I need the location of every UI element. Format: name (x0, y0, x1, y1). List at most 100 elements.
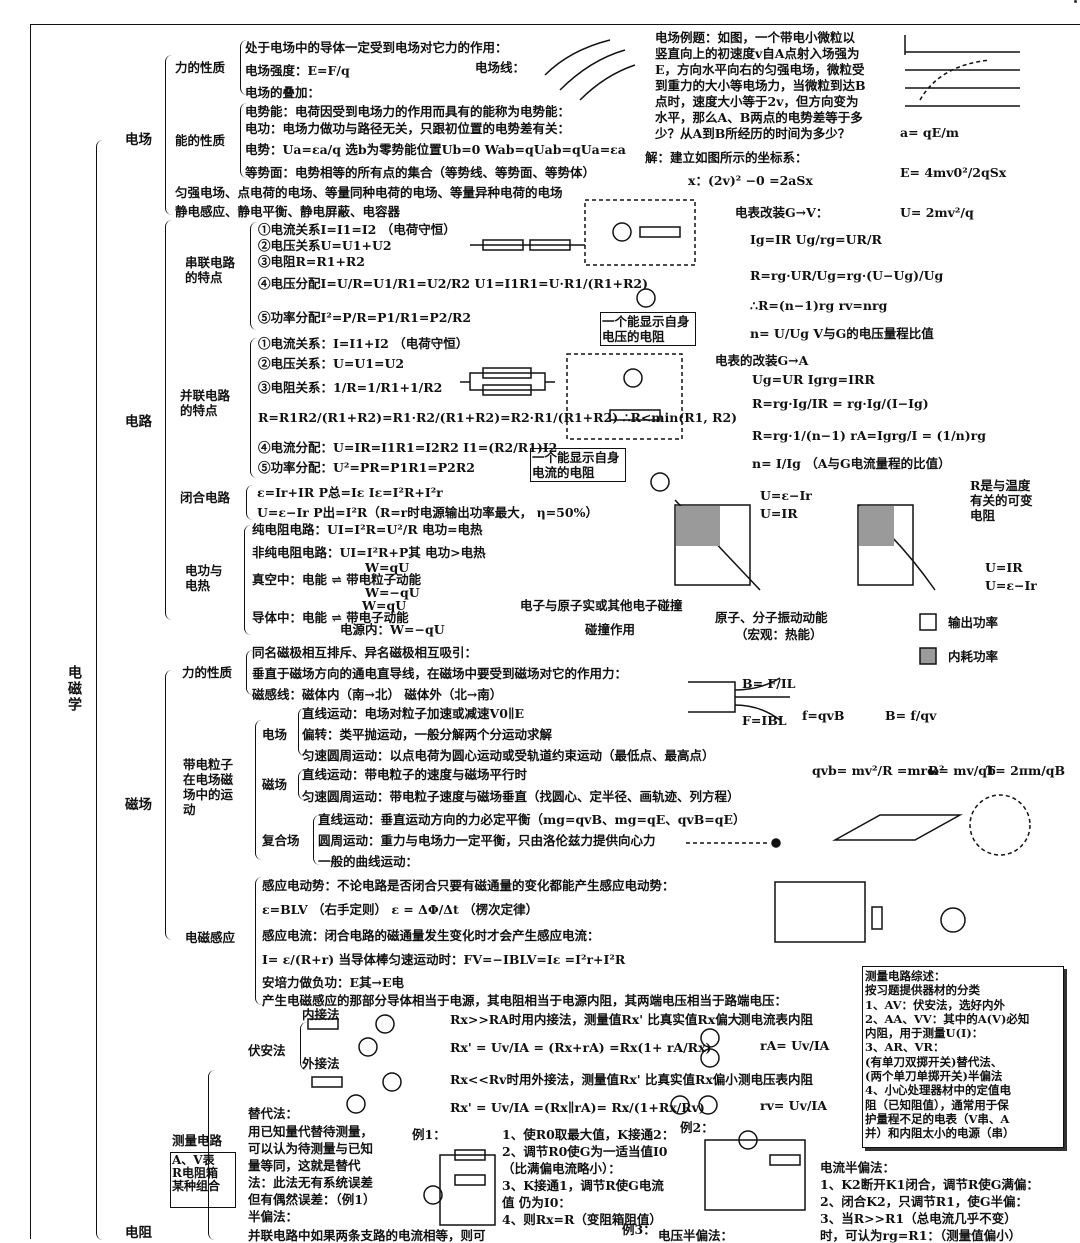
equation: T= 2πm/qB (986, 763, 1066, 778)
text-line: 磁感线：磁体内（南→北） 磁体外（北→南） (252, 687, 503, 702)
brace (313, 815, 320, 865)
equation: rA= Uv/IA (760, 1038, 830, 1053)
text-line: 感应电动势：不论电路是否闭合只要有磁通量的变化都能产生感应电动势： (262, 878, 675, 893)
brace (240, 40, 247, 95)
text-line: 电场的叠加： (245, 85, 321, 100)
text-line: 导体中：电能 ⇌ 带电子动能 (252, 610, 409, 625)
node-voltammetry: 伏安法 (248, 1043, 286, 1058)
text-line: U=ε−Ir P出=I²R（R=r时电源输出功率最大， η=50%） (257, 505, 598, 520)
text-line: （宏观：热能） (735, 627, 823, 642)
node-motion: 带电粒子在电场磁场中的运动 (183, 757, 234, 817)
graph-label: U=IR (760, 506, 798, 521)
label: 外接法 (302, 1056, 340, 1071)
equation: U= 2mv²/q (900, 205, 974, 220)
summary-line: 并）和内阻太小的电源（串） (865, 1126, 1015, 1141)
arrow-label: W=qU (362, 598, 407, 613)
text-line: 1、使R0取最大值，K接通2： (502, 1127, 675, 1142)
equation: n= I/Ig （A与G电流量程的比值） (752, 456, 951, 471)
arrow-label: W=qU (365, 560, 410, 575)
node-measurement: 测量电路 (172, 1133, 223, 1148)
text-line: （比满偏电流略小）： (502, 1161, 621, 1176)
summary-line: 2、AA、VV：其中的A(V)必知 (865, 1011, 1030, 1026)
brace (250, 338, 257, 478)
root-title: 电磁学 (66, 665, 82, 713)
text-line: 感应电流：闭合电路的磁通量发生变化时才会产生感应电流： (262, 928, 600, 943)
example-line: 少？从A到B所经历的时间为多少？ (655, 126, 851, 141)
text-line: 非纯电阻电路：UI=I²R+P其 电功>电热 (252, 545, 486, 560)
brace (244, 525, 251, 635)
text-line: 处于电场中的导体一定受到电场对它力的作用： (245, 40, 508, 55)
text-line: Rx>>RA时用内接法，测量值Rx' 比真实值Rx偏大 (450, 1012, 741, 1027)
equation: x：(2v)² −0 =2aSx (688, 173, 813, 188)
node: 替代法： (248, 1106, 299, 1121)
brace (165, 55, 172, 215)
equation: Ug=UR Igrg=IRR (752, 372, 875, 387)
example-line: 水平，那么A、B两点的电势差等于多 (655, 110, 863, 125)
text-line: 匀强电场、点电荷的电场、等量同种电荷的电场、等量异种电荷的电场 (175, 185, 563, 200)
text-line: 直线运动：带电粒子的速度与磁场平行时 (302, 767, 528, 782)
brace (255, 877, 262, 1005)
example-line: 竖直向上的初速度v自A点射入场强为 (655, 46, 860, 61)
brace (298, 708, 305, 756)
arrow-label: 电源内：W=−qU (340, 622, 445, 637)
text-line: 测电流表内阻 (738, 1012, 814, 1027)
text-line: 同名磁极相互排斥、异名磁极相互吸引： (252, 645, 478, 660)
text-line: ①电流关系I=I1=I2 （电荷守恒） (258, 222, 456, 237)
text-line: 3、K接通1，调节R使G电流 (502, 1178, 664, 1193)
text-line: 可以认为待测量与已知 (248, 1141, 374, 1156)
text-line: 垂直于磁场方向的通电直导线，在磁场中要受到磁场对它的作用力： (252, 666, 628, 681)
summary-line: 3、AR、VR： (865, 1040, 945, 1055)
equation: Rx' = Uv/IA = (Rx+rA) =Rx(1+ rA/Rx) (450, 1040, 712, 1055)
summary-line: 测量电路综述： (865, 969, 946, 983)
text-line: 电场强度：E=F/q (245, 63, 350, 78)
equation: E= 4mv0²/2qSx (900, 165, 1007, 180)
arrow-label: 电子与原子实或其他电子碰撞 (520, 598, 683, 613)
caption: 一个能显示自身电流的电阻 (530, 448, 626, 482)
branch-circuit: 电路 (125, 414, 152, 430)
example-line: 点时，速度大小等于2v，但方向变为 (655, 94, 859, 109)
legend-label: 输出功率 (948, 615, 999, 630)
summary-line: 按习题提供器材的分类 (865, 983, 980, 998)
summary-line: (有单刀双掷开关)替代法、 (865, 1054, 1003, 1069)
text-line: 偏转：类平抛运动，一般分解两个分运动求解 (302, 727, 553, 742)
equation: R=rg·Ig/IR = rg·Ig/(I−Ig) (752, 396, 929, 411)
node-closed-circuit: 闭合电路 (180, 490, 231, 505)
text-line: 一般的曲线运动： (318, 854, 419, 869)
text-line: 1、K2断开K1闭合，调节R使G满偏： (820, 1177, 1039, 1192)
text-line: 测电压表内阻 (738, 1072, 814, 1087)
node: 半偏法： (248, 1209, 299, 1224)
summary-line: 4、小心处理器材中的定值电 (865, 1083, 1012, 1098)
text-line: ③电阻R=R1+R2 (258, 254, 366, 269)
brace (165, 670, 172, 940)
text-line: ④电流分配：U=IR=I1R1=I2R2 I1=(R2/R1)I2 (258, 440, 558, 455)
text-line: ①电流关系：I=I1+I2 （电荷守恒） (258, 336, 469, 351)
example-line: 到重力的大小等电场力，当微粒到达B (655, 78, 866, 93)
text-line: 量等同，这就是替代 (248, 1158, 361, 1173)
equation: Ig=IR Ug/rg=UR/R (750, 232, 882, 247)
summary-line: 护量程不足的电表（V串、A (865, 1111, 1010, 1126)
text-line: ⑤功率分配：U²=PR=P1R1=P2R2 (258, 460, 475, 475)
node-induction: 电磁感应 (185, 930, 236, 945)
solution: 解：建立如图所示的坐标系： (645, 150, 808, 165)
node: 磁场 (262, 777, 288, 792)
text-line: 纯电阻电路：UI=I²R=U²/R 电功=电热 (252, 522, 483, 537)
node-series: 串联电路的特点 (185, 255, 236, 285)
box-line: A、V表 (172, 1153, 215, 1167)
text-line: 法：此法无有系统误差 (248, 1175, 374, 1190)
equation: Rx' = Uv/IA =(Rx∥rA)= Rx/(1+Rx/Rv) (450, 1100, 705, 1115)
text-line: 2、调节R0使G为一适当值I0 (502, 1144, 668, 1159)
arrow-label: W=−qU (365, 585, 420, 600)
branch-magnetic: 磁场 (125, 797, 152, 813)
text-line: ⑤功率分配I²=P/R=P1/R1=P2/R2 (258, 310, 472, 325)
label: 例2： (680, 1120, 714, 1135)
label: 例1： (412, 1127, 446, 1142)
label: 电场线： (475, 60, 526, 75)
text-line: 电功：电场力做功与路径无关，只跟初位置的电势差有关： (245, 121, 571, 136)
graph-label: U=ε−Ir (760, 488, 812, 503)
text-line: 但有偶然误差：（例1） (248, 1192, 376, 1207)
brace (300, 1022, 307, 1070)
text-line: 匀速圆周运动：带电粒子速度与磁场垂直（找圆心、定半径、画轨迹、列方程） (302, 789, 740, 804)
note: R是与温度有关的可变电阻 (970, 478, 1033, 523)
